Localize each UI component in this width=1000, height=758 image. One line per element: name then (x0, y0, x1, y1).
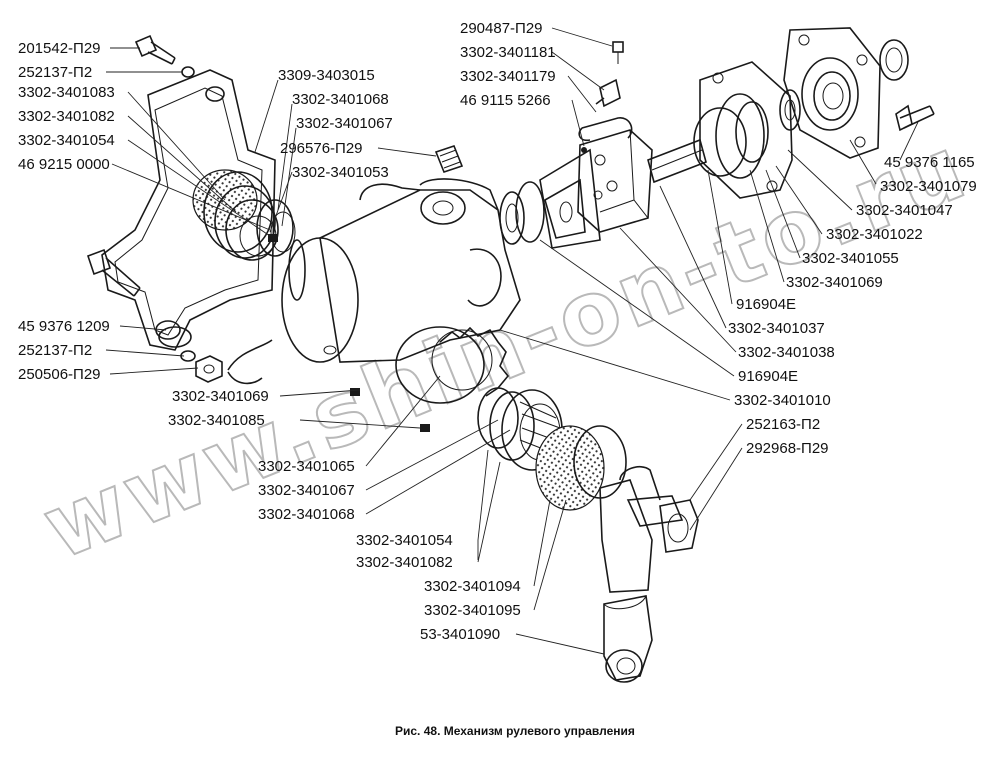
label-3302-3401010: 3302-3401010 (734, 392, 831, 409)
tie-rod-end (599, 465, 699, 593)
leader-lines (105, 27, 919, 655)
label-3302-3401022: 3302-3401022 (826, 226, 923, 243)
screw-290487 (612, 41, 624, 64)
mounting-bracket (101, 69, 276, 351)
lever-3309-3403015 (227, 339, 273, 385)
label-45-9376-1165: 45 9376 1165 (884, 154, 975, 171)
label-46-9115-5266: 46 9115 5266 (460, 92, 551, 109)
label-252163-p2: 252163-П2 (746, 416, 820, 433)
bearing-cover-3302-3401079 (783, 27, 881, 159)
label-3302-3401068-bottom: 3302-3401068 (258, 506, 355, 523)
plug-296576 (434, 145, 464, 173)
label-3302-3401065: 3302-3401065 (258, 458, 355, 475)
pitman-arm-53-3401090 (603, 595, 653, 683)
ball-joint-boot (535, 425, 627, 511)
label-45-9376-1209: 45 9376 1209 (18, 318, 110, 335)
steering-gear-housing (281, 178, 521, 363)
bracket-3302-3401181 (595, 78, 621, 108)
label-3302-3401083-left: 3302-3401083 (18, 84, 115, 101)
label-3302-3401055: 3302-3401055 (802, 250, 899, 267)
label-3302-3401038: 3302-3401038 (738, 344, 835, 361)
label-250506-p29: 250506-П29 (18, 366, 101, 383)
label-252137-p2-top: 252137-П2 (18, 64, 92, 81)
seal-ring (879, 39, 909, 81)
label-46-9215-0000: 46 9215 0000 (18, 156, 110, 173)
label-3302-3401069-right: 3302-3401069 (786, 274, 883, 291)
label-296576-p29: 296576-П29 (280, 140, 363, 157)
bolt-459376-1165 (895, 104, 935, 132)
label-3302-3401054-left: 3302-3401054 (18, 132, 115, 149)
label-292968-p29: 292968-П29 (746, 440, 829, 457)
label-3302-3401179: 3302-3401179 (460, 68, 556, 85)
label-3302-3401047: 3302-3401047 (856, 202, 953, 219)
label-3302-3401085: 3302-3401085 (168, 412, 265, 429)
label-3309-3403015: 3309-3403015 (278, 67, 375, 84)
label-3302-3401068-top: 3302-3401068 (292, 91, 389, 108)
bolt-459376-1209 (86, 248, 192, 348)
label-916904e-bottom: 916904Е (738, 368, 798, 385)
label-3302-3401082-bottom: 3302-3401082 (356, 554, 453, 571)
input-shaft-assembly (499, 148, 601, 249)
label-3302-3401054-bottom: 3302-3401054 (356, 532, 453, 549)
label-252137-p2-bottom: 252137-П2 (18, 342, 92, 359)
left-bearing-stack (192, 169, 296, 261)
clip-3302-3401179 (578, 117, 633, 142)
label-3302-3401067-bottom: 3302-3401067 (258, 482, 355, 499)
label-3302-3401053: 3302-3401053 (292, 164, 389, 181)
label-201542-p29: 201542-П29 (18, 40, 101, 57)
part-labels: 201542-П29 252137-П2 3302-3401083 3302-3… (18, 20, 977, 643)
label-916904e-top: 916904Е (736, 296, 796, 313)
label-3302-3401069-left: 3302-3401069 (172, 388, 269, 405)
bolt-201542 (134, 34, 176, 65)
label-53-3401090: 53-3401090 (420, 626, 500, 643)
label-3302-3401094: 3302-3401094 (424, 578, 521, 595)
label-3302-3401082-left: 3302-3401082 (18, 108, 115, 125)
label-3302-3401067-top: 3302-3401067 (296, 115, 393, 132)
control-valve-block (577, 129, 653, 233)
sector-gear (350, 326, 510, 432)
label-3302-3401181: 3302-3401181 (460, 44, 556, 61)
shaft-boot (693, 93, 769, 179)
washer-252137-top (181, 66, 195, 78)
label-290487-p29: 290487-П29 (460, 20, 543, 37)
label-3302-3401079: 3302-3401079 (880, 178, 977, 195)
label-3302-3401095: 3302-3401095 (424, 602, 521, 619)
steering-shaft (647, 138, 707, 184)
figure-caption: Рис. 48. Механизм рулевого управления (395, 724, 635, 738)
label-3302-3401037: 3302-3401037 (728, 320, 825, 337)
upper-cover-flange (699, 61, 801, 199)
nut-250506 (195, 355, 223, 383)
